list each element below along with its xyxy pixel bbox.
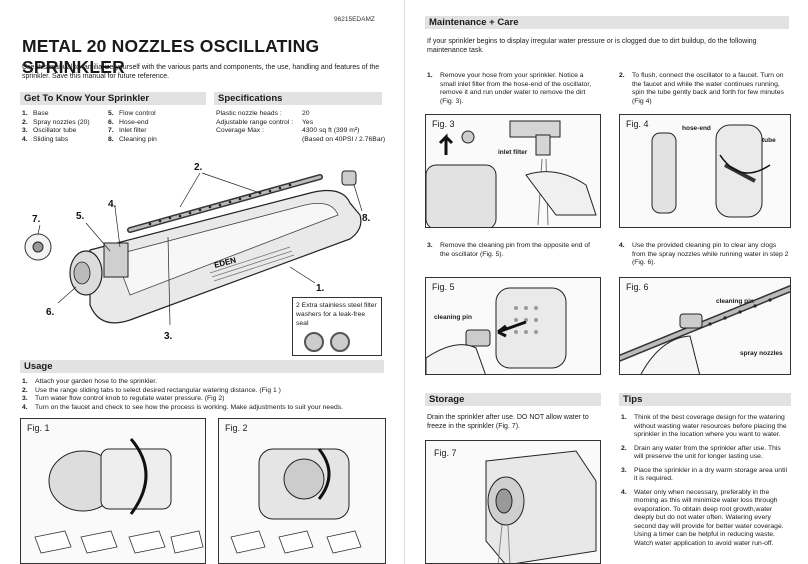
fig3-callout: inlet filter [498,149,528,156]
maintenance-step-2: 2.To flush, connect the oscillator to a … [619,72,784,105]
list-item: 8.Cleaning pin [108,135,157,143]
spec-row: Plastic nozzle heads :20 [216,110,310,117]
doc-number: 96215EDAMZ [334,16,375,23]
right-page: Maintenance + Care If your sprinkler beg… [404,0,808,564]
figure-2: Fig. 2 [218,418,386,564]
storage-heading: Storage [425,393,601,406]
list-item: 3.Turn water flow control knob to regula… [22,395,225,402]
usage-steps: 1.Attach your garden hose to the sprinkl… [22,378,382,412]
callout-6: 6. [46,307,55,318]
spec-row: Coverage Max :4300 sq ft (399 m²) [216,127,360,134]
parts-list-col2: 5.Flow control 6.Hose-end 7.Inlet filter… [108,110,198,144]
figure-5: Fig. 5 cleaning pin [425,277,601,375]
fig1-label: Fig. 1 [27,423,50,433]
callout-3: 3. [164,331,173,342]
specs-heading: Specifications [214,92,382,105]
list-item: 2.Spray nozzles (20) [22,118,90,126]
washer-icon [330,332,350,352]
list-item: 6.Hose-end [108,118,149,126]
fig4-callout-tube: tube [762,137,776,144]
parts-list-col1: 1.Base 2.Spray nozzles (20) 3.Oscillator… [22,110,110,144]
maintenance-step-1: 1.Remove your hose from your sprinkler. … [427,72,592,105]
maintenance-step-4: 4.Use the provided cleaning pin to clear… [619,242,789,266]
fig1-illustration [34,438,204,554]
list-item: 3.Place the sprinkler in a dry warm stor… [621,466,787,483]
fig2-illustration [230,448,362,554]
figure-6: Fig. 6 cleaning pin spray nozzles [619,277,791,375]
fig6-callout-cleaning-pin: cleaning pin [716,298,754,305]
maintenance-heading: Maintenance + Care [425,16,789,29]
specs-table: Plastic nozzle heads :20 Adjustable rang… [216,110,386,144]
left-page: 96215EDAMZ METAL 20 NOZZLES OSCILLATING … [20,16,386,564]
washer-note: 2 Extra stainless steel filter washers f… [296,302,377,327]
fig4-label: Fig. 4 [626,119,649,129]
list-item: 2.Use the range sliding tabs to select d… [22,386,281,394]
callout-8: 8. [362,213,371,224]
fig4-callout-hose-end: hose-end [682,125,711,132]
parts-heading: Get To Know Your Sprinkler [20,92,206,105]
fig5-label: Fig. 5 [432,282,455,292]
callout-7: 7. [32,214,41,225]
list-item: 5.Flow control [108,110,156,117]
list-item: 3.Oscillator tube [22,127,77,134]
list-item: 1.Base [22,110,49,117]
fig7-label: Fig. 7 [434,448,457,458]
page-title: METAL 20 NOZZLES OSCILLATING SPRINKLER [22,36,320,77]
arrow-left-icon [497,320,527,338]
coverage-note: (Based on 40PSI / 2.76Bar) [302,135,386,143]
storage-text: Drain the sprinkler after use. DO NOT al… [427,414,589,430]
list-item: 7.Inlet filter [108,127,147,134]
callout-5: 5. [76,211,85,222]
fig2-label: Fig. 2 [225,423,248,433]
arrow-up-icon [438,133,454,155]
fig5-illustration [426,287,567,374]
tips-list: 1.Think of the best coverage design for … [621,414,791,548]
list-item: 1.Attach your garden hose to the sprinkl… [22,378,158,385]
fig6-illustration [620,285,790,374]
sprinkler-diagram: EDEN 1. 2. 3. 4. 5. 6. 7. 8. [24,162,371,342]
fig3-illustration [426,120,597,227]
intro-text: Use this manual to familiarize yourself … [22,64,380,80]
fig6-label: Fig. 6 [626,282,649,292]
fig6-callout-spray-nozzles: spray nozzles [740,350,783,357]
washer-icon [304,332,324,352]
callout-1: 1. [316,283,325,294]
list-item: 4.Water only when necessary, preferably … [621,488,784,547]
maintenance-intro: If your sprinkler begins to display irre… [427,38,757,54]
spec-row: Adjustable range control :Yes [216,118,314,126]
list-item: 4.Turn on the faucet and check to see ho… [22,403,344,411]
figure-1: Fig. 1 [20,418,206,564]
washer-note-box: 2 Extra stainless steel filter washers f… [292,297,382,356]
nozzle-dots [148,183,292,226]
figure-3: Fig. 3 inlet filter [425,114,601,228]
callout-4: 4. [108,199,117,210]
maintenance-step-3: 3.Remove the cleaning pin from the oppos… [427,242,591,258]
washer-icons [296,332,378,352]
tips-heading: Tips [619,393,791,406]
list-item: 2.Drain any water from the sprinkler aft… [621,444,781,461]
figure-4: Fig. 4 hose-end tube [619,114,791,228]
list-item: 1.Think of the best coverage design for … [621,414,787,438]
figure-7: Fig. 7 [425,440,601,564]
list-item: 4.Sliding tabs [22,135,69,143]
fig4-illustration [651,124,771,218]
fig3-label: Fig. 3 [432,119,455,129]
fig7-illustration [485,450,597,563]
usage-heading: Usage [20,360,384,373]
callout-2: 2. [194,162,203,173]
fig5-callout: cleaning pin [434,314,472,321]
